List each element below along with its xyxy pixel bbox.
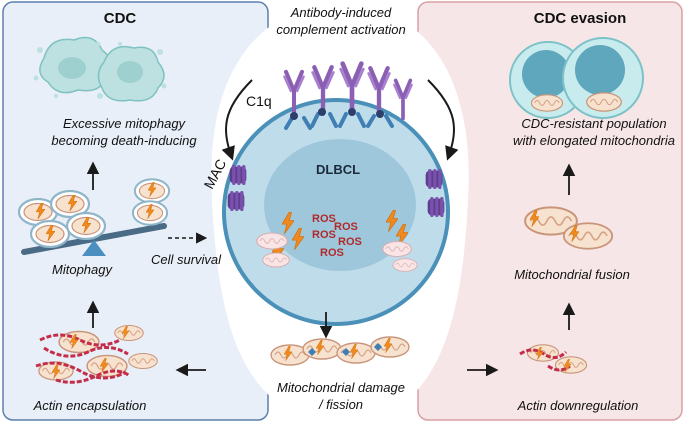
ros-label-1: ROS (312, 213, 336, 225)
actin-downregulation-label: Actin downregulation (517, 398, 639, 413)
ros-label-5: ROS (320, 247, 344, 259)
antibody-activation-line1: Antibody-induced (290, 5, 392, 20)
ros-label-4: ROS (338, 236, 362, 248)
excessive-mitophagy-line2: becoming death-inducing (51, 133, 197, 148)
c1q-label: C1q (246, 93, 272, 109)
resistant-population-line1: CDC-resistant population (521, 116, 667, 131)
fragmented-mitochondria (270, 336, 410, 366)
arrow-complement-left (221, 79, 253, 161)
cell-survival-label: Cell survival (150, 252, 222, 267)
mitophagy-seesaw (18, 178, 170, 256)
mitochondrial-damage-line1: Mitochondrial damage (277, 380, 405, 395)
mitochondrial-damage-line2: / fission (318, 397, 364, 412)
mitophagy-label: Mitophagy (52, 262, 112, 277)
dying-cells-illustration (33, 36, 167, 102)
ros-label-2: ROS (334, 221, 358, 233)
actin-encapsulation-illustration (35, 324, 158, 384)
actin-encapsulation-label: Actin encapsulation (33, 398, 147, 413)
actin-downregulation-illustration (519, 344, 588, 374)
ros-label-3: ROS (312, 229, 336, 241)
excessive-mitophagy-line1: Excessive mitophagy (62, 116, 186, 131)
dlbcl-label: DLBCL (316, 162, 360, 177)
mitochondrial-fusion-label: Mitochondrial fusion (514, 267, 630, 282)
antibody-activation-line2: complement activation (276, 22, 406, 37)
right-panel-title: CDC evasion (533, 10, 627, 27)
resistant-cells-illustration (509, 37, 644, 119)
antibody-cluster (284, 64, 414, 130)
left-panel-title: CDC (103, 10, 137, 27)
arrow-complement-right (427, 79, 459, 161)
resistant-population-line2: with elongated mitochondria (513, 133, 675, 148)
